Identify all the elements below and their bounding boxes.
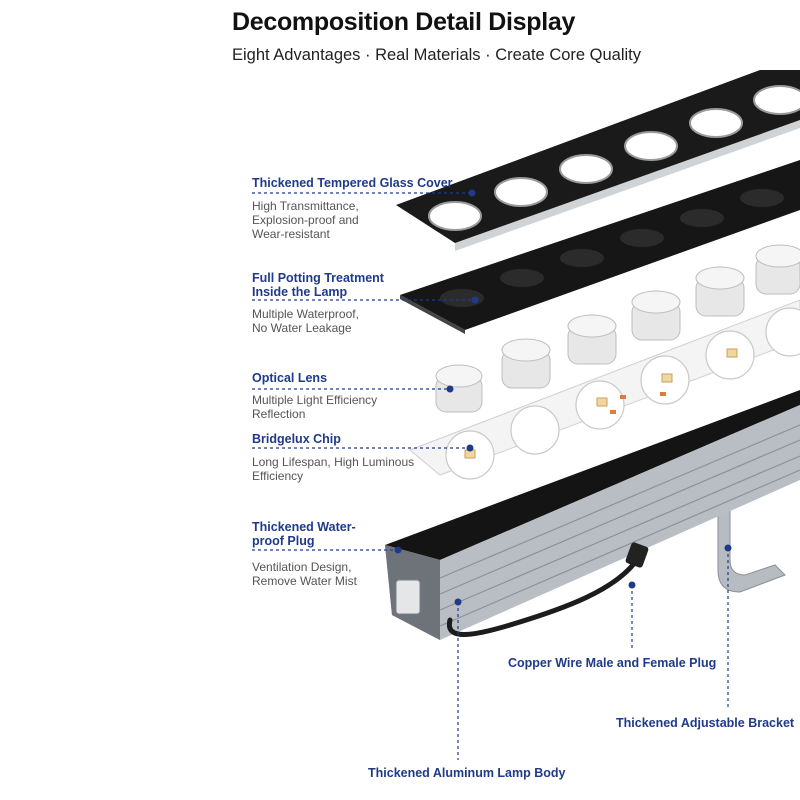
callout-lamp-body: Thickened Aluminum Lamp Body — [368, 766, 566, 780]
page-subtitle: Eight Advantages · Real Materials · Crea… — [232, 46, 642, 64]
desc-line: Wear-resistant — [252, 227, 330, 241]
desc-potting: Multiple Waterproof, No Water Leakage — [252, 307, 359, 335]
label-line: Inside the Lamp — [252, 285, 348, 299]
label-chip: Bridgelux Chip — [252, 432, 341, 446]
desc-optical-lens: Multiple Light Efficiency Reflection — [252, 393, 377, 421]
desc-line: Multiple Waterproof, — [252, 307, 359, 321]
optical-lens-illustration — [435, 244, 800, 413]
page-title: Decomposition Detail Display — [232, 8, 576, 36]
glass-cover-illustration — [396, 70, 800, 251]
desc-line: Efficiency — [252, 469, 304, 483]
label-optical-lens: Optical Lens — [252, 371, 328, 385]
label-waterproof-plug: Thickened Water- proof Plug — [252, 520, 356, 548]
desc-chip: Long Lifespan, High Luminous Efficiency — [252, 455, 414, 483]
label-line: proof Plug — [252, 534, 315, 548]
desc-line: Reflection — [252, 407, 306, 421]
aluminum-body-illustration — [385, 390, 800, 640]
desc-line: Multiple Light Efficiency — [252, 393, 378, 407]
label-potting: Full Potting Treatment Inside the Lamp — [252, 271, 384, 299]
label-line: Thickened Water- — [252, 520, 356, 534]
desc-line: No Water Leakage — [252, 321, 352, 335]
desc-line: Long Lifespan, High Luminous — [252, 455, 415, 469]
callout-bracket: Thickened Adjustable Bracket — [616, 716, 795, 730]
desc-line: Explosion-proof and — [252, 213, 359, 227]
desc-waterproof-plug: Ventilation Design, Remove Water Mist — [252, 560, 357, 588]
cable-illustration — [446, 552, 643, 637]
desc-glass-cover: High Transmittance, Explosion-proof and … — [252, 199, 359, 241]
callout-copper-plug: Copper Wire Male and Female Plug — [508, 656, 717, 670]
label-line: Full Potting Treatment — [252, 271, 384, 285]
desc-line: Ventilation Design, — [252, 560, 352, 574]
desc-line: Remove Water Mist — [252, 574, 357, 588]
desc-line: High Transmittance, — [252, 199, 359, 213]
potting-layer-illustration — [400, 160, 800, 334]
led-strip-illustration — [409, 299, 800, 480]
label-glass-cover: Thickened Tempered Glass Cover — [252, 176, 453, 190]
